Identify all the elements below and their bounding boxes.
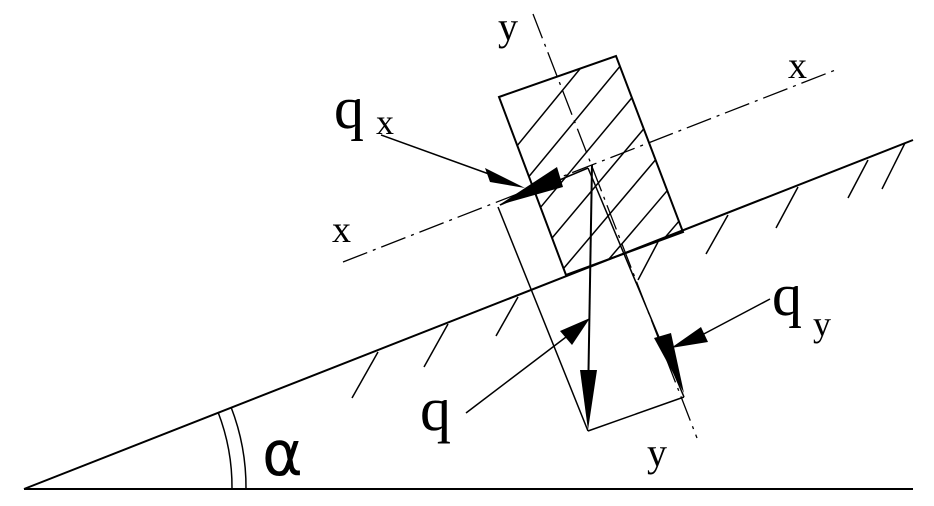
label-angle-alpha: α: [262, 417, 303, 490]
y-axis-line: [532, 13, 698, 439]
label-qx: q x: [334, 75, 394, 142]
label-qx-main: q: [334, 75, 364, 141]
qy-arrowhead: [654, 333, 684, 393]
qx-leader: [380, 134, 501, 179]
label-x-axis-left: x: [332, 209, 351, 251]
incline-surface: [23, 139, 914, 490]
q-vector: [587, 164, 593, 401]
label-qy-main: q: [772, 262, 802, 328]
label-qx-sub: x: [376, 102, 394, 142]
label-qy: q y: [772, 262, 831, 344]
x-axis-line: [342, 68, 839, 263]
qy-leader: [699, 298, 771, 337]
label-q: q: [420, 376, 451, 444]
label-y-axis-top: y: [498, 4, 518, 49]
block: [497, 54, 685, 277]
label-qy-sub: y: [813, 304, 831, 344]
qx-leader-arrow: [485, 168, 525, 188]
q-arrowhead: [580, 370, 597, 430]
label-y-axis-bottom: y: [647, 430, 667, 475]
qy-leader-arrow: [671, 327, 708, 348]
qx-arrowhead: [499, 167, 563, 205]
q-leader: [465, 333, 571, 414]
label-x-axis-top: x: [788, 45, 807, 87]
q-leader-arrow: [560, 318, 590, 345]
incline-hatching: [351, 142, 906, 399]
angle-arcs: [217, 406, 247, 490]
